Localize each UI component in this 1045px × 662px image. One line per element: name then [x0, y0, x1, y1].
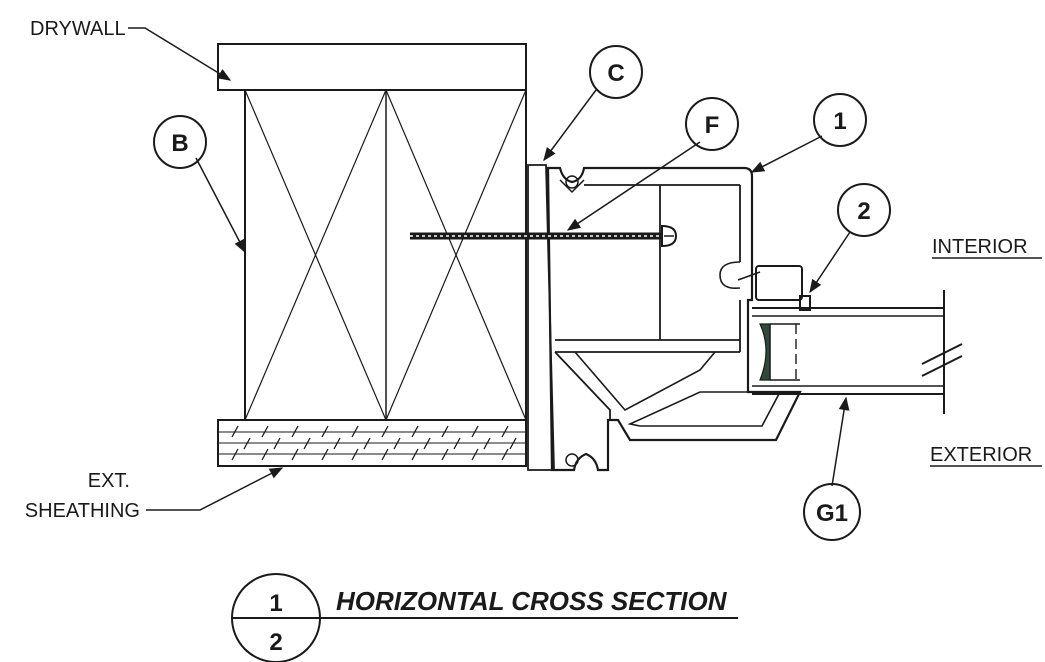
exterior-label: EXTERIOR: [930, 444, 1032, 466]
exterior-sheathing: [217, 419, 527, 467]
callout-c-label: C: [607, 60, 624, 87]
interior-label: INTERIOR: [932, 236, 1028, 258]
callout-b: B: [153, 115, 207, 169]
callout-g1: G1: [803, 483, 861, 541]
ext-sheathing-label-line1: EXT.: [88, 470, 130, 492]
glazing-unit: [752, 290, 963, 414]
callout-f: F: [685, 97, 739, 151]
title-block: 1 2 HORIZONTAL CROSS SECTION: [231, 573, 738, 662]
callout-f-label: F: [705, 112, 720, 139]
screw-fastener: [410, 224, 678, 248]
callout-1-label: 1: [833, 108, 846, 135]
interior-label-group: INTERIOR: [932, 236, 1042, 259]
sheet-number: 2: [269, 629, 282, 656]
callout-g1-label: G1: [816, 500, 848, 527]
detail-number: 1: [269, 590, 282, 617]
glazing-bead: [737, 265, 811, 311]
callout-2: 2: [837, 183, 891, 237]
wood-framing: [244, 89, 527, 421]
callout-c: C: [589, 45, 643, 99]
window-frame-extrusion: [546, 166, 802, 472]
callout-2-label: 2: [857, 198, 870, 225]
callout-b-label: B: [171, 130, 188, 157]
drywall: [217, 43, 527, 91]
ext-sheathing-label-line2: SHEATHING: [25, 500, 140, 522]
leader-lines: [128, 27, 851, 511]
exterior-label-group: EXTERIOR: [930, 444, 1042, 467]
section-title: HORIZONTAL CROSS SECTION: [336, 586, 728, 616]
callout-1: 1: [813, 93, 867, 147]
drywall-label: DRYWALL: [30, 18, 126, 40]
